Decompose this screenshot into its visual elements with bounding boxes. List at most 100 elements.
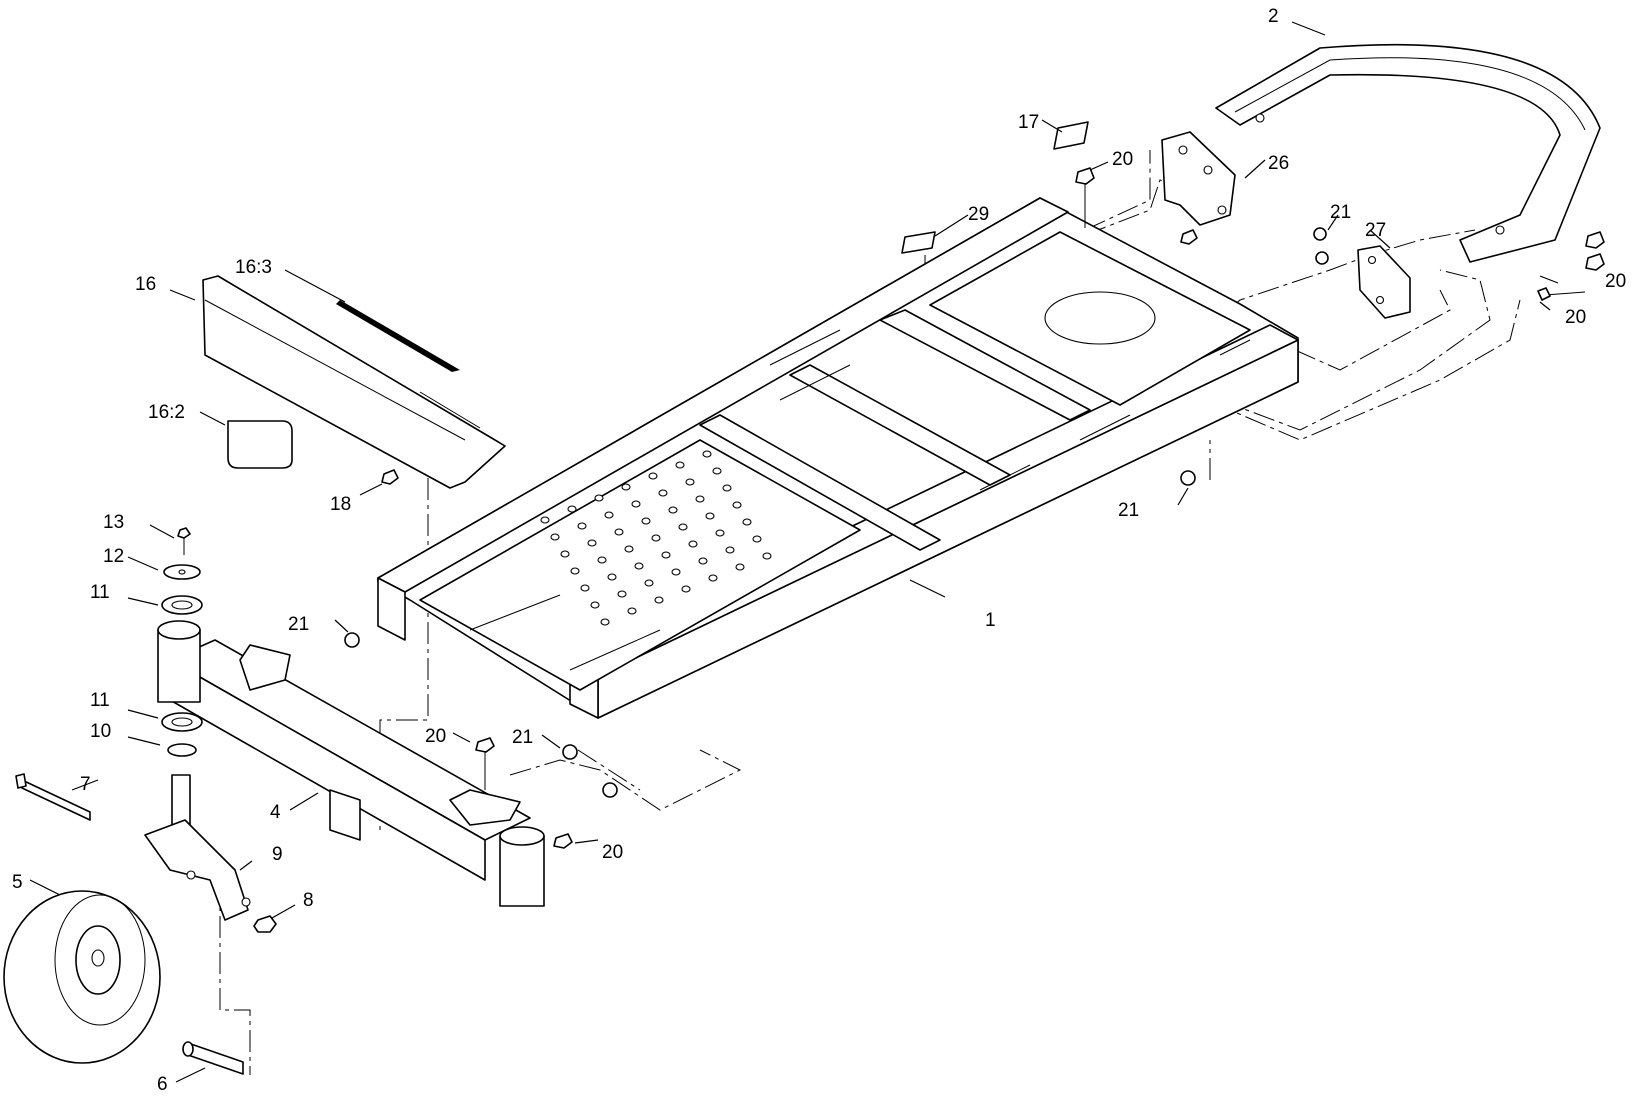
floor-hole — [540, 516, 550, 524]
front-axle-part-4 — [157, 620, 545, 907]
caster-wheel-part-5 — [3, 890, 161, 1064]
floor-hole — [702, 450, 712, 458]
callout-20-front-upper: 20 — [425, 726, 446, 747]
callout-16: 16 — [135, 274, 156, 295]
caster-fork-part-9 — [144, 774, 251, 921]
floor-hole — [651, 534, 661, 542]
callout-10: 10 — [90, 721, 111, 742]
bracket-part-27 — [1357, 245, 1411, 319]
floor-hole — [604, 511, 614, 519]
floor-pan-holes — [540, 450, 772, 626]
floor-hole — [725, 546, 735, 554]
assembly-phantom-lines — [219, 150, 1521, 1075]
callout-27: 27 — [1365, 220, 1386, 241]
callout-11-lower: 11 — [90, 690, 110, 711]
spacer-part-6 — [182, 1041, 244, 1075]
console-cover-part-16 — [202, 275, 506, 489]
floor-hole — [708, 574, 718, 582]
floor-hole — [712, 467, 722, 475]
floor-hole — [621, 483, 631, 491]
floor-hole — [732, 501, 742, 509]
floor-hole — [567, 505, 577, 513]
handle-loop-part-2 — [1215, 43, 1601, 263]
locknut-part-8 — [253, 915, 277, 933]
callout-20-top: 20 — [1112, 149, 1133, 170]
floor-hole — [580, 584, 590, 592]
floor-hole — [597, 556, 607, 564]
callout-6: 6 — [157, 1074, 168, 1095]
callout-21-front-left: 21 — [288, 614, 309, 635]
callout-2: 2 — [1268, 6, 1279, 27]
callout-12: 12 — [103, 546, 124, 567]
floor-hole — [607, 573, 617, 581]
floor-hole — [678, 523, 688, 531]
callout-7: 7 — [80, 774, 91, 795]
floor-hole — [570, 567, 580, 575]
decal-part-16-2 — [227, 420, 293, 469]
decal-strip-part-16-3 — [336, 300, 460, 372]
callout-21-front-right: 21 — [512, 727, 533, 748]
callout-5: 5 — [12, 872, 23, 893]
callout-20-front-lower: 20 — [602, 842, 623, 863]
floor-hole — [722, 484, 732, 492]
screw-part-18 — [381, 469, 399, 485]
floor-hole — [641, 517, 651, 525]
decal-part-17 — [1053, 121, 1089, 150]
callout-16-2: 16:2 — [148, 402, 185, 423]
floor-hole — [654, 596, 664, 604]
floor-hole — [675, 461, 685, 469]
callout-labels: 1 2 4 5 6 7 8 9 10 11 11 12 13 16 16:2 1… — [12, 6, 1626, 1095]
floor-hole — [668, 506, 678, 514]
floor-hole — [715, 529, 725, 537]
floor-hole — [685, 478, 695, 486]
callout-16-3: 16:3 — [235, 257, 272, 278]
floor-hole — [590, 601, 600, 609]
floor-hole — [752, 535, 762, 543]
spindle-hardware — [161, 527, 203, 757]
callout-29: 29 — [968, 204, 989, 225]
floor-hole — [698, 557, 708, 565]
floor-hole — [705, 512, 715, 520]
main-frame-part-1 — [377, 197, 1299, 719]
floor-hole — [577, 522, 587, 530]
floor-hole — [614, 528, 624, 536]
callout-1: 1 — [985, 610, 996, 631]
callout-21-rear: 21 — [1330, 202, 1351, 223]
callout-leaders — [29, 21, 1559, 1083]
floor-hole — [681, 585, 691, 593]
fasteners — [344, 167, 1605, 849]
callout-4: 4 — [270, 802, 281, 823]
callout-26: 26 — [1268, 153, 1289, 174]
floor-hole — [631, 500, 641, 508]
floor-hole — [560, 550, 570, 558]
callout-20-right-lower: 20 — [1565, 307, 1586, 328]
floor-hole — [661, 551, 671, 559]
axle-bolt-part-7 — [15, 773, 91, 821]
floor-hole — [648, 472, 658, 480]
floor-hole — [617, 590, 627, 598]
callout-13: 13 — [103, 512, 124, 533]
callout-11-upper: 11 — [90, 582, 110, 603]
bracket-part-26 — [1161, 131, 1236, 226]
floor-hole — [762, 552, 772, 560]
floor-hole — [735, 563, 745, 571]
floor-hole — [671, 568, 681, 576]
floor-hole — [627, 607, 637, 615]
callout-8: 8 — [303, 890, 314, 911]
floor-hole — [688, 540, 698, 548]
floor-hole — [634, 562, 644, 570]
floor-hole — [624, 545, 634, 553]
callout-17: 17 — [1018, 112, 1039, 133]
floor-hole — [742, 518, 752, 526]
callout-9: 9 — [272, 844, 283, 865]
callout-18: 18 — [330, 494, 351, 515]
floor-hole — [695, 495, 705, 503]
floor-hole — [550, 533, 560, 541]
floor-hole — [594, 494, 604, 502]
callout-21-side: 21 — [1118, 500, 1139, 521]
floor-hole — [644, 579, 654, 587]
floor-hole — [600, 618, 610, 626]
floor-hole — [587, 539, 597, 547]
floor-hole — [658, 489, 668, 497]
